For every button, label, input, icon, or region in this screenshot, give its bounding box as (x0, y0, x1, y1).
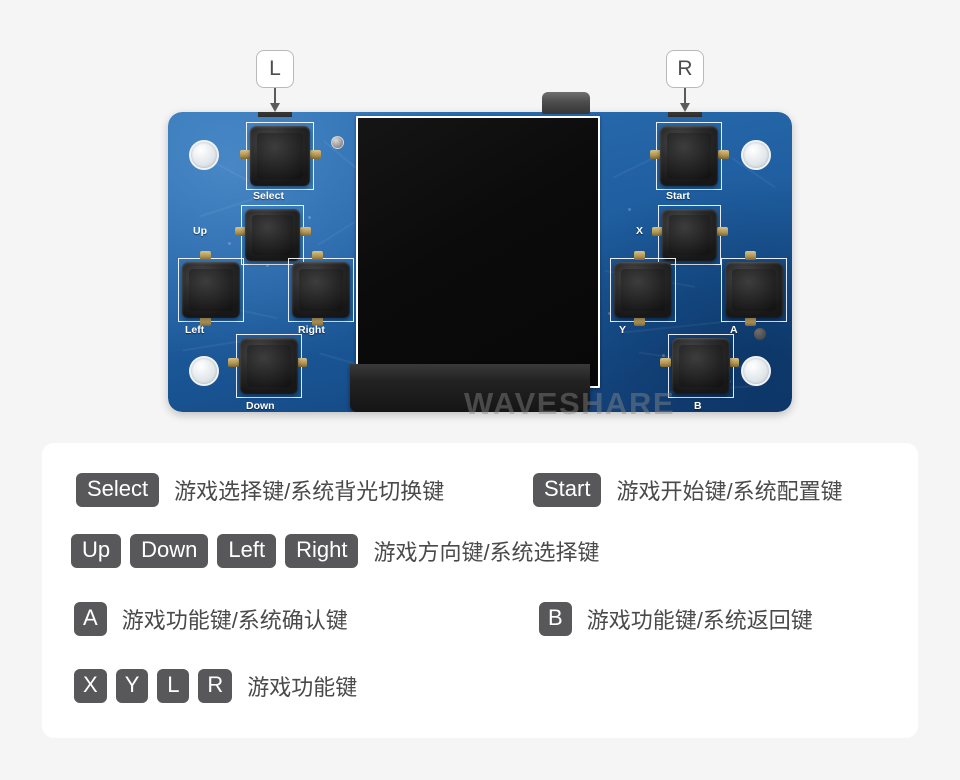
tact-button-left[interactable] (182, 262, 240, 318)
button-leg (717, 227, 728, 236)
legend-row-dpad: Up Down Left Right 游戏方向键/系统选择键 (71, 534, 600, 568)
button-leg (312, 317, 323, 326)
button-leg (240, 150, 251, 159)
callout-arrow-l (270, 88, 280, 112)
key-badge-l[interactable]: L (157, 669, 190, 703)
silk-label-right: Right (298, 324, 325, 336)
pcb-via (266, 264, 269, 267)
legend-desc-b: 游戏功能键/系统返回键 (586, 608, 813, 633)
button-leg (728, 358, 739, 367)
callout-arrow-r (680, 88, 690, 112)
legend-row-b: B 游戏功能键/系统返回键 (539, 602, 813, 636)
button-leg (650, 150, 661, 159)
legend-desc-dpad: 游戏方向键/系统选择键 (373, 540, 600, 565)
button-leg (312, 251, 323, 260)
silk-label-up: Up (193, 225, 207, 237)
product-photo: L R (168, 50, 792, 421)
test-pad (331, 136, 344, 149)
legend-row-select: Select 游戏选择键/系统背光切换键 (76, 473, 444, 507)
button-leg (200, 317, 211, 326)
key-badge-x[interactable]: X (74, 669, 107, 703)
tact-button-b[interactable] (672, 338, 730, 394)
button-frame-left (178, 258, 244, 322)
callout-label-r: R (677, 57, 693, 80)
button-leg (652, 227, 663, 236)
button-leg (228, 358, 239, 367)
silk-label-select: Select (253, 190, 284, 202)
legend-row-start: Start 游戏开始键/系统配置键 (533, 473, 843, 507)
key-badge-left[interactable]: Left (217, 534, 277, 568)
button-plunger-start (668, 112, 702, 117)
silk-label-down: Down (246, 400, 275, 412)
button-leg (200, 251, 211, 260)
button-leg (634, 317, 645, 326)
legend-desc-xylr: 游戏功能键 (247, 675, 358, 700)
button-leg (296, 358, 307, 367)
button-leg (300, 227, 311, 236)
tact-button-x[interactable] (662, 209, 717, 261)
mounting-hole (189, 140, 219, 170)
button-leg (235, 227, 246, 236)
tact-button-right[interactable] (292, 262, 350, 318)
test-pad (754, 328, 766, 340)
key-badge-y[interactable]: Y (115, 669, 149, 703)
key-badge-right[interactable]: Right (285, 534, 359, 568)
tact-button-select[interactable] (250, 126, 310, 186)
legend-desc-select: 游戏选择键/系统背光切换键 (174, 479, 445, 504)
key-badge-b[interactable]: B (539, 602, 572, 636)
key-badge-down[interactable]: Down (130, 534, 209, 568)
pcb-via (608, 312, 611, 315)
tact-button-up[interactable] (245, 209, 300, 261)
silk-label-left: Left (185, 324, 205, 336)
legend-row-a: A 游戏功能键/系统确认键 (74, 602, 348, 636)
tact-button-down[interactable] (240, 338, 298, 394)
silk-label-b: B (694, 400, 702, 412)
legend-desc-a: 游戏功能键/系统确认键 (121, 608, 348, 633)
button-leg (745, 251, 756, 260)
pcb-via (228, 242, 231, 245)
legend-desc-start: 游戏开始键/系统配置键 (616, 479, 843, 504)
lcd-ribbon-connector (350, 364, 590, 412)
buzzer-component (542, 92, 590, 114)
pcb-via (308, 216, 311, 219)
mounting-hole (189, 356, 219, 386)
pcb-via (662, 354, 665, 357)
lcd-screen (356, 116, 600, 388)
mounting-hole (741, 140, 771, 170)
tact-button-start[interactable] (660, 126, 718, 186)
key-badge-up[interactable]: Up (71, 534, 122, 568)
button-leg (634, 251, 645, 260)
lcd-glass (358, 118, 598, 386)
key-badge-a[interactable]: A (74, 602, 107, 636)
button-leg (310, 150, 321, 159)
callout-label-l: L (269, 57, 281, 80)
tact-button-a[interactable] (725, 262, 783, 318)
legend-row-xylr: X Y L R 游戏功能键 (74, 669, 357, 703)
callout-bubble-r: R (666, 50, 704, 88)
pcb-board: Select Up Left Right Down Start (168, 112, 792, 412)
silk-label-start: Start (666, 190, 690, 202)
button-leg (718, 150, 729, 159)
silk-label-x: X (636, 225, 644, 237)
tact-button-y[interactable] (614, 262, 672, 318)
key-badge-select[interactable]: Select (76, 473, 160, 507)
pcb-via (628, 208, 631, 211)
mounting-hole (741, 356, 771, 386)
callout-bubble-l: L (256, 50, 294, 88)
button-plunger-select (258, 112, 292, 117)
legend-card: Select 游戏选择键/系统背光切换键 Start 游戏开始键/系统配置键 U… (42, 443, 918, 738)
key-badge-start[interactable]: Start (533, 473, 602, 507)
silk-label-y: Y (619, 324, 627, 336)
button-leg (660, 358, 671, 367)
key-badge-r[interactable]: R (198, 669, 233, 703)
button-leg (745, 317, 756, 326)
silk-label-a: A (730, 324, 738, 336)
